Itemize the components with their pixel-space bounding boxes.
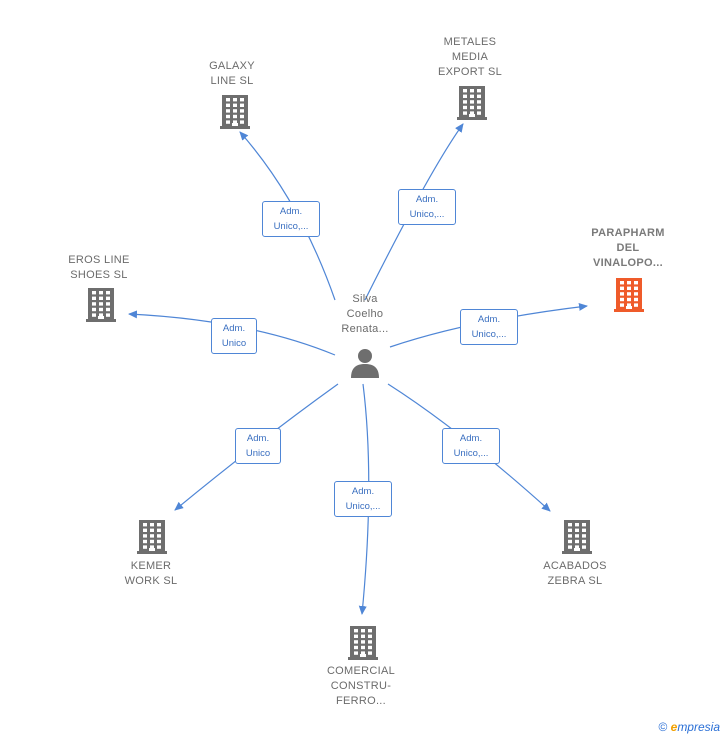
building-icon[interactable] — [137, 520, 167, 559]
company-label-eros[interactable]: EROS LINE SHOES SL — [68, 254, 130, 281]
company-label-parapharm[interactable]: PARAPHARM DEL VINALOPO... — [591, 227, 665, 269]
building-icon[interactable] — [220, 95, 250, 134]
building-icon[interactable] — [348, 626, 378, 665]
copyright-icon: © — [658, 720, 668, 734]
person-icon[interactable] — [349, 347, 381, 384]
relation-label-parapharm[interactable]: Adm. Unico,... — [460, 309, 518, 345]
relation-label-acabados[interactable]: Adm. Unico,... — [442, 428, 500, 464]
company-label-comercial[interactable]: COMERCIAL CONSTRU- FERRO... — [326, 665, 396, 707]
building-icon[interactable] — [457, 86, 487, 125]
brand-initial: e — [670, 720, 678, 734]
footer-brand: © empresia — [658, 720, 720, 734]
building-icon[interactable] — [86, 288, 116, 327]
relation-label-eros[interactable]: Adm. Unico — [211, 318, 257, 354]
person-label[interactable]: Silva Coelho Renata... — [341, 293, 389, 335]
building-icon[interactable] — [614, 278, 644, 317]
relation-label-kemer[interactable]: Adm. Unico — [235, 428, 281, 464]
relation-label-galaxy[interactable]: Adm. Unico,... — [262, 201, 320, 237]
company-label-kemer[interactable]: KEMER WORK SL — [124, 560, 178, 587]
company-label-acabados[interactable]: ACABADOS ZEBRA SL — [543, 560, 607, 587]
company-label-galaxy[interactable]: GALAXY LINE SL — [209, 60, 255, 87]
relation-label-comercial[interactable]: Adm. Unico,... — [334, 481, 392, 517]
company-label-metales[interactable]: METALES MEDIA EXPORT SL — [437, 36, 503, 78]
relation-label-metales[interactable]: Adm. Unico,... — [398, 189, 456, 225]
brand-name: mpresia — [677, 720, 720, 734]
building-icon[interactable] — [562, 520, 592, 559]
